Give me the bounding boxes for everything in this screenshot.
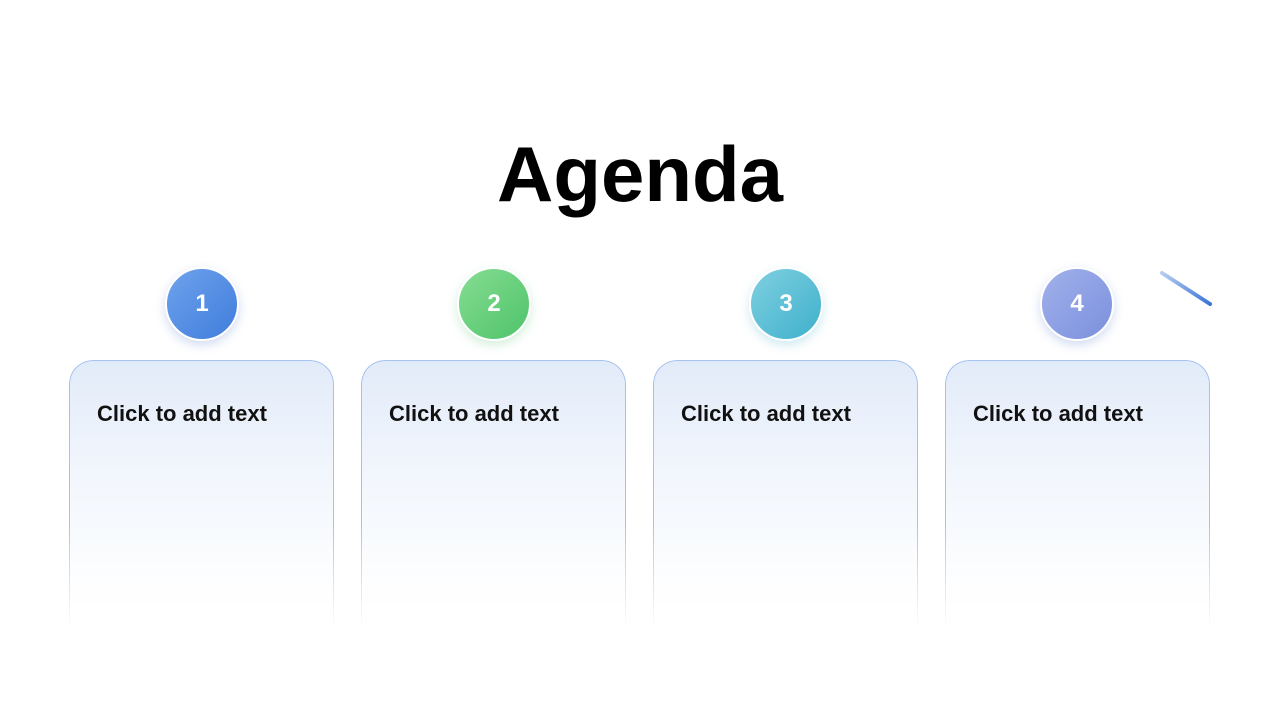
step-4-text[interactable]: Click to add text <box>973 401 1143 426</box>
step-3-circle: 3 <box>749 267 823 341</box>
step-1-card[interactable]: Click to add text <box>69 360 334 630</box>
step-3-card[interactable]: Click to add text <box>653 360 918 630</box>
step-4-card[interactable]: Click to add text <box>945 360 1210 630</box>
step-3-text[interactable]: Click to add text <box>681 401 851 426</box>
timeline-arrow-head <box>1160 271 1212 306</box>
page-title[interactable]: Agenda <box>496 130 784 218</box>
step-2-text[interactable]: Click to add text <box>389 401 559 426</box>
step-2-card[interactable]: Click to add text <box>361 360 626 630</box>
step-2-circle: 2 <box>457 267 531 341</box>
step-4-circle: 4 <box>1040 267 1114 341</box>
step-1-circle: 1 <box>165 267 239 341</box>
step-1-text[interactable]: Click to add text <box>97 401 267 426</box>
